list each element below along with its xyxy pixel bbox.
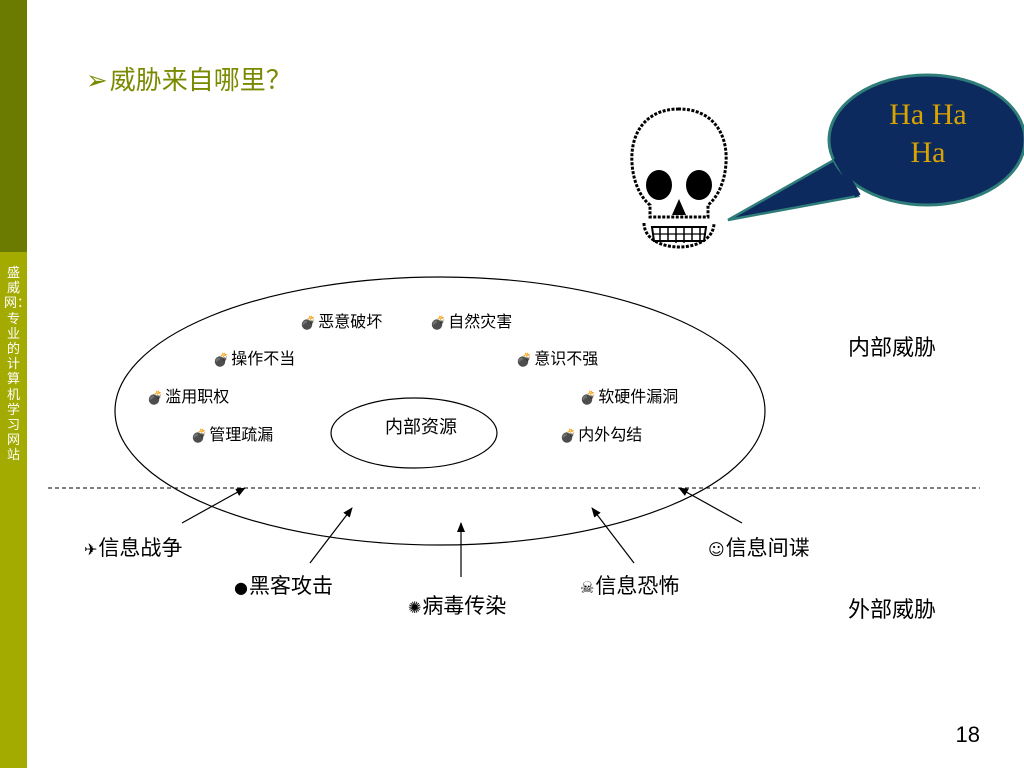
airplane-icon: ✈	[84, 540, 98, 559]
virus-label: 病毒传染	[422, 594, 507, 618]
inner-threat-label: 操作不当	[231, 349, 296, 368]
bomb-icon: 💣	[430, 316, 447, 331]
inner-threat-misoperation: 💣操作不当	[213, 345, 295, 369]
external-threat-spy: ☺信息间谍	[708, 532, 810, 562]
speech-bubble	[727, 73, 1024, 222]
bomb-icon: 💣	[147, 391, 164, 406]
external-threat-label: 外部威胁	[848, 598, 937, 623]
virus-icon: ✺	[408, 598, 422, 617]
arrow-terror	[591, 507, 635, 564]
internal-resource-label: 内部资源	[385, 417, 457, 438]
inner-threat-label: 恶意破坏	[318, 312, 383, 331]
inner-threat-abuse: 💣滥用职权	[147, 383, 229, 407]
inner-threat-label: 内外勾结	[578, 425, 643, 444]
external-threat-terror: ☠信息恐怖	[580, 570, 679, 600]
internal-resource-ellipse	[330, 397, 498, 469]
inner-threat-label: 软硬件漏洞	[598, 387, 679, 406]
inner-threat-label: 自然灾害	[448, 312, 513, 331]
info-war-label: 信息战争	[98, 536, 183, 560]
external-threat-info-war: ✈信息战争	[84, 532, 182, 562]
bomb-icon: 💣	[516, 353, 533, 368]
skull-icon	[630, 107, 728, 249]
bomb-icon: ●	[234, 578, 248, 597]
arrow-bullet-icon: ➢	[86, 66, 108, 96]
bomb-icon: 💣	[580, 391, 597, 406]
internal-threat-label: 内部威胁	[848, 336, 937, 361]
inner-threat-label: 滥用职权	[165, 387, 230, 406]
inner-threat-management: 💣管理疏漏	[191, 421, 273, 445]
arrow-hacker	[309, 507, 353, 564]
inner-threat-label: 意识不强	[534, 349, 599, 368]
slide-title: ➢威胁来自哪里？	[86, 60, 292, 97]
slide-title-text: 威胁来自哪里？	[109, 66, 292, 96]
terror-label: 信息恐怖	[595, 574, 680, 598]
bomb-icon: 💣	[560, 429, 577, 444]
inner-threat-collusion: 💣内外勾结	[560, 421, 642, 445]
skull-crossbones-icon: ☠	[580, 578, 595, 597]
internal-boundary-ellipse	[114, 276, 766, 546]
external-threat-hacker: ●黑客攻击	[234, 570, 333, 600]
inner-threat-label: 管理疏漏	[209, 425, 274, 444]
sidebar-bottom-bar	[0, 252, 27, 768]
page-number: 18	[955, 722, 980, 747]
arrow-info-war	[181, 487, 246, 524]
inner-threat-malicious: 💣恶意破坏	[300, 308, 382, 332]
inner-threat-disaster: 💣自然灾害	[430, 308, 512, 332]
smiley-icon: ☺	[708, 540, 725, 559]
bubble-line-2: Ha	[910, 136, 946, 169]
sidebar-top-bar	[0, 0, 27, 252]
spy-label: 信息间谍	[725, 536, 810, 560]
hacker-label: 黑客攻击	[248, 574, 333, 598]
bubble-line-1: Ha Ha	[889, 98, 967, 131]
bomb-icon: 💣	[300, 316, 317, 331]
speech-bubble-text: Ha Ha Ha	[858, 96, 998, 172]
bomb-icon: 💣	[191, 429, 208, 444]
bomb-icon: 💣	[213, 353, 230, 368]
arrow-spy	[678, 487, 743, 524]
inner-threat-vulnerability: 💣软硬件漏洞	[580, 383, 678, 407]
inner-threat-awareness: 💣意识不强	[516, 345, 598, 369]
external-threat-virus: ✺病毒传染	[408, 590, 506, 620]
